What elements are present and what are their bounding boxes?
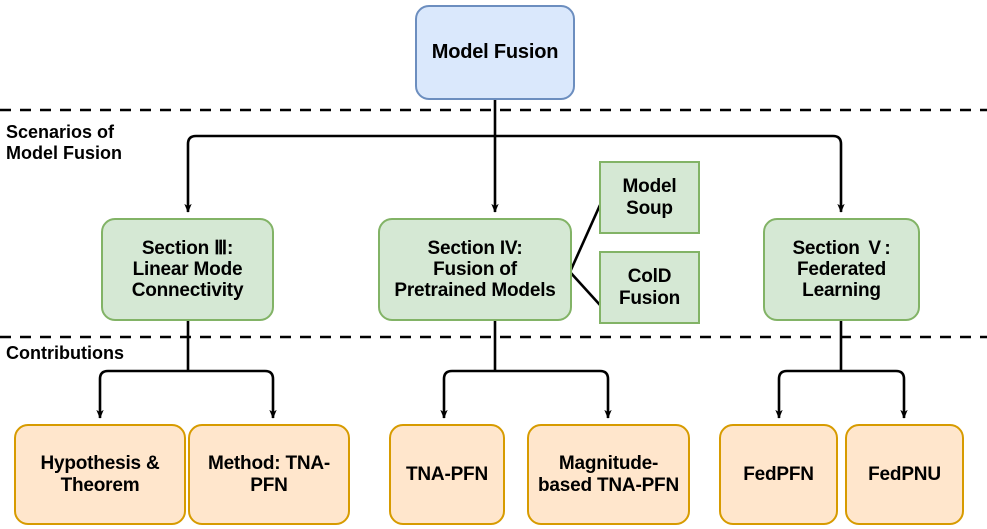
edge-section-4-to-tna-pfn [440,369,495,419]
edge-section-4-to-cold-fusion [569,271,601,306]
node-section-5[interactable]: Section V : Federated Learning [763,218,920,321]
node-model-fusion[interactable]: Model Fusion [415,5,575,100]
node-section-4-label: Section IV: Fusion of Pretrained Models [394,237,556,302]
edge-section-4-to-magnitude-based-tna-pfn [495,369,612,419]
band-label-contributions: Contributions [6,343,124,363]
node-method-tna-pfn[interactable]: Method: TNA- PFN [188,424,350,525]
edge-section-5-to-fedpfn [775,369,841,419]
node-fedpnu[interactable]: FedPNU [845,424,964,525]
node-model-fusion-label: Model Fusion [431,41,559,64]
node-tna-pfn-label: TNA-PFN [406,463,488,485]
edge-root-to-section-3 [184,134,495,213]
node-model-soup[interactable]: Model Soup [599,161,700,234]
node-hypothesis-theorem[interactable]: Hypothesis & Theorem [14,424,186,525]
edge-root-to-section-5 [495,134,845,213]
node-section-4[interactable]: Section IV: Fusion of Pretrained Models [378,218,572,321]
node-section-3-label: Section Ⅲ: Linear Mode Connectivity [131,237,244,302]
node-section-5-label: Section V : Federated Learning [792,237,891,302]
node-hypothesis-theorem-label: Hypothesis & Theorem [40,453,160,496]
edge-section-3-to-hypothesis-theorem [96,369,188,419]
node-cold-fusion-label: ColD Fusion [618,266,681,309]
node-model-soup-label: Model Soup [622,176,677,219]
edge-section-5-to-fedpnu [841,369,908,419]
node-section-3[interactable]: Section Ⅲ: Linear Mode Connectivity [101,218,274,321]
edge-section-4-to-model-soup [568,204,602,273]
node-cold-fusion[interactable]: ColD Fusion [599,251,700,324]
node-fedpfn[interactable]: FedPFN [719,424,838,525]
node-magnitude-based-tna-pfn[interactable]: Magnitude- based TNA-PFN [527,424,690,525]
node-fedpfn-label: FedPFN [743,463,814,485]
edge-section-3-to-method-tna-pfn [188,369,277,419]
node-magnitude-based-tna-pfn-label: Magnitude- based TNA-PFN [538,453,679,496]
node-method-tna-pfn-label: Method: TNA- PFN [207,453,331,496]
node-tna-pfn[interactable]: TNA-PFN [389,424,505,525]
band-label-scenarios: Scenarios of Model Fusion [6,122,122,164]
node-fedpnu-label: FedPNU [868,463,941,485]
